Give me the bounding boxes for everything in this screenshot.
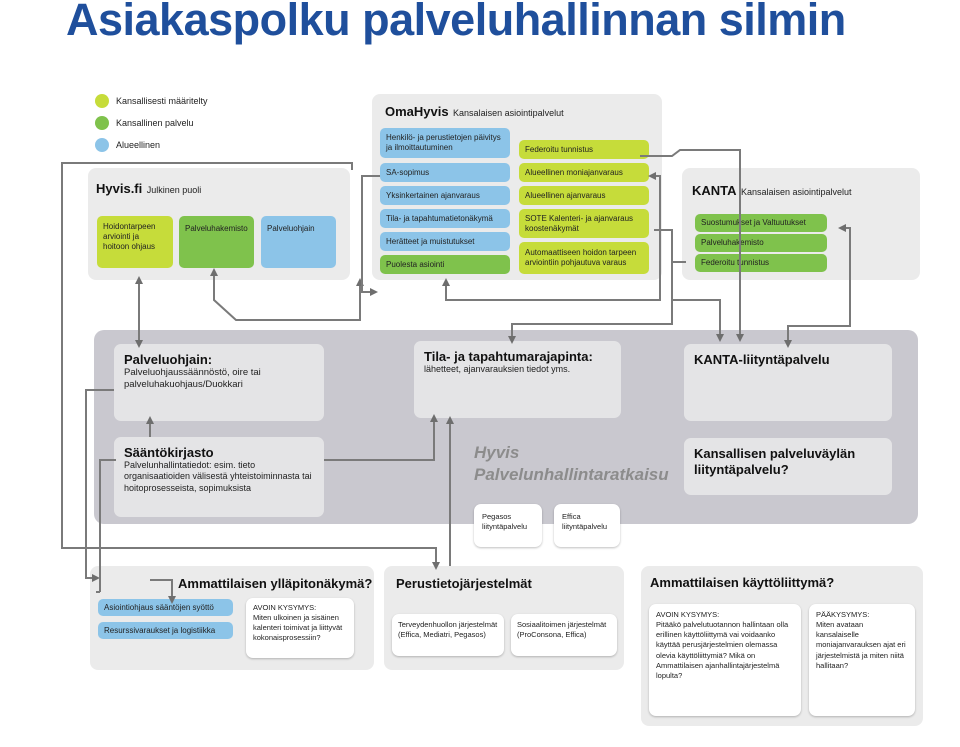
kanta-item-suostumukset[interactable]: Suostumukset ja Valtuutukset [695, 214, 827, 232]
omahyvis-subtitle: Kansalaisen asiointipalvelut [453, 108, 564, 118]
kanta-item-federoitu[interactable]: Federoitu tunnistus [695, 254, 827, 272]
hyvis-label-line2: Palvelunhallintaratkaisu [474, 465, 669, 485]
yllapito-question-text: Miten ulkoinen ja sisäinen kalenteri toi… [253, 613, 343, 643]
perustietojarjestelmat-panel: Perustietojärjestelmät Terveydenhuollon … [384, 566, 624, 670]
omahyvis-header: OmaHyvis Kansalaisen asiointipalvelut [385, 103, 564, 121]
kanta-title: KANTA [692, 183, 737, 198]
omahyvis-item-automaattinen-varaus[interactable]: Automaattiseen hoidon tarpeen arviointii… [519, 242, 649, 274]
effica-label: Effica liityntäpalvelu [562, 512, 608, 532]
hyvisfi-title: Hyvis.fi [96, 181, 143, 196]
paakysymys-box: PÄÄKYSYMYS: Miten avataan kansalaiselle … [809, 604, 915, 716]
legend-label: Kansallisesti määritelty [116, 96, 208, 106]
hyvis-label-line1: Hyvis [474, 443, 520, 462]
kanta-liityntapalvelu-box[interactable]: KANTA-liityntäpalvelu [684, 344, 892, 421]
omahyvis-title: OmaHyvis [385, 104, 449, 119]
hyvisfi-item-palveluohjain[interactable]: Palveluohjain [261, 216, 336, 268]
legend: Kansallisesti määritelty Kansallinen pal… [95, 94, 225, 160]
kanta-item-palveluhakemisto[interactable]: Palveluhakemisto [695, 234, 827, 252]
omahyvis-panel: OmaHyvis Kansalaisen asiointipalvelut He… [372, 94, 662, 280]
legend-label: Alueellinen [116, 140, 161, 150]
omahyvis-item-henkilotiedot[interactable]: Henkilö- ja perustietojen päivitys ja il… [380, 128, 510, 158]
kansallinen-palveluvayla-title: Kansallisen palveluväylän liityntäpalvel… [694, 446, 856, 478]
legend-swatch-blue [95, 138, 109, 152]
kanta-liityntapalvelu-title: KANTA-liityntäpalvelu [694, 352, 830, 367]
tila-rajapinta-text: lähetteet, ajanvarauksien tiedot yms. [424, 364, 571, 374]
omahyvis-item-puolesta-asiointi[interactable]: Puolesta asiointi [380, 255, 510, 274]
tila-rajapinta-title: Tila- ja tapahtumarajapinta: [424, 349, 593, 364]
omahyvis-item-federoitu[interactable]: Federoitu tunnistus [519, 140, 649, 159]
palveluohjain-text: Palveluohjaussäännöstö, oire tai palvelu… [124, 367, 261, 391]
kanta-header: KANTA Kansalaisen asiointipalvelut [692, 182, 852, 200]
omahyvis-item-tilanakyma[interactable]: Tila- ja tapahtumatietonäkymä [380, 209, 510, 228]
tila-rajapinta-box[interactable]: Tila- ja tapahtumarajapinta: lähetteet, … [414, 341, 621, 418]
kansallinen-palveluvayla-box[interactable]: Kansallisen palveluväylän liityntäpalvel… [684, 438, 892, 495]
omahyvis-item-yksinkertainen-ajanvaraus[interactable]: Yksinkertainen ajanvaraus [380, 186, 510, 205]
yllapito-question-box: AVOIN KYSYMYS: Miten ulkoinen ja sisäine… [246, 598, 354, 658]
kanta-panel: KANTA Kansalaisen asiointipalvelut Suost… [682, 168, 920, 280]
legend-swatch-lime [95, 94, 109, 108]
kayttoliittyma-question-box: AVOIN KYSYMYS: Pitääkö palvelutuotannon … [649, 604, 801, 716]
effica-liityntapalvelu[interactable]: Effica liityntäpalvelu [554, 504, 620, 547]
yllapitonakyma-title: Ammattilaisen ylläpitonäkymä? [178, 576, 373, 591]
kayttoliittyma-q1-title: AVOIN KYSYMYS: [656, 610, 720, 619]
pegasos-liityntapalvelu[interactable]: Pegasos liityntäpalvelu [474, 504, 542, 547]
omahyvis-item-alueellinen-ajanvaraus[interactable]: Alueellinen ajanvaraus [519, 186, 649, 205]
legend-label: Kansallinen palvelu [116, 118, 194, 128]
resurssivaraukset-item[interactable]: Resurssivaraukset ja logistiikka [98, 622, 233, 639]
saantokirjasto-text: Palvelunhallintatiedot: esim. tieto orga… [124, 460, 312, 493]
hyvisfi-subtitle: Julkinen puoli [146, 185, 202, 195]
kayttoliittyma-panel: Ammattilaisen käyttöliittymä? AVOIN KYSY… [641, 566, 923, 726]
palveluohjain-box[interactable]: Palveluohjain: Palveluohjaussäännöstö, o… [114, 344, 324, 421]
yllapitonakyma-panel: Ammattilaisen ylläpitonäkymä? Asiointioh… [90, 566, 374, 670]
terveydenhuolto-box[interactable]: Terveydenhuollon järjestelmät (Effica, M… [392, 614, 504, 656]
legend-swatch-green [95, 116, 109, 130]
asiointiohjaus-item[interactable]: Asiointiohjaus sääntöjen syöttö [98, 599, 233, 616]
hyvisfi-header: Hyvis.fi Julkinen puoli [96, 180, 201, 198]
yllapito-question-title: AVOIN KYSYMYS: [253, 603, 317, 612]
omahyvis-item-herateet[interactable]: Herätteet ja muistutukset [380, 232, 510, 251]
kanta-subtitle: Kansalaisen asiointipalvelut [740, 187, 852, 197]
omahyvis-item-sa-sopimus[interactable]: SA-sopimus [380, 163, 510, 182]
hyvis-palvelunhallinta-panel: Palveluohjain: Palveluohjaussäännöstö, o… [94, 330, 918, 524]
paakysymys-text: Miten avataan kansalaiselle moniajanvara… [816, 620, 906, 670]
terveydenhuolto-text: Terveydenhuollon järjestelmät (Effica, M… [398, 620, 498, 640]
pegasos-label: Pegasos liityntäpalvelu [482, 512, 528, 532]
hyvisfi-panel: Hyvis.fi Julkinen puoli Hoidontarpeen ar… [88, 168, 350, 280]
paakysymys-title: PÄÄKYSYMYS: [816, 610, 870, 619]
hyvisfi-item-hoidontarve[interactable]: Hoidontarpeen arviointi ja hoitoon ohjau… [97, 216, 173, 268]
hyvis-label: Hyvis Palvelunhallintaratkaisu [474, 442, 694, 486]
hyvisfi-item-palveluhakemisto[interactable]: Palveluhakemisto [179, 216, 254, 268]
omahyvis-item-sote-kalenteri[interactable]: SOTE Kalenteri- ja ajanvaraus koostenäky… [519, 209, 649, 238]
kayttoliittyma-q1-text: Pitääkö palvelutuotannon hallintaan olla… [656, 620, 789, 680]
omahyvis-item-moniajanvaraus[interactable]: Alueellinen moniajanvaraus [519, 163, 649, 182]
perustietojarjestelmat-title: Perustietojärjestelmät [396, 576, 532, 591]
saantokirjasto-box[interactable]: Sääntökirjasto Palvelunhallintatiedot: e… [114, 437, 324, 517]
palveluohjain-title: Palveluohjain: [124, 352, 213, 367]
sosiaalitoimi-box[interactable]: Sosiaalitoimen järjestelmät (ProConsona,… [511, 614, 617, 656]
page-title: Asiakaspolku palveluhallinnan silmin [66, 0, 846, 45]
sosiaalitoimi-text: Sosiaalitoimen järjestelmät (ProConsona,… [517, 620, 607, 640]
saantokirjasto-title: Sääntökirjasto [124, 445, 214, 460]
kayttoliittyma-title: Ammattilaisen käyttöliittymä? [650, 575, 835, 590]
